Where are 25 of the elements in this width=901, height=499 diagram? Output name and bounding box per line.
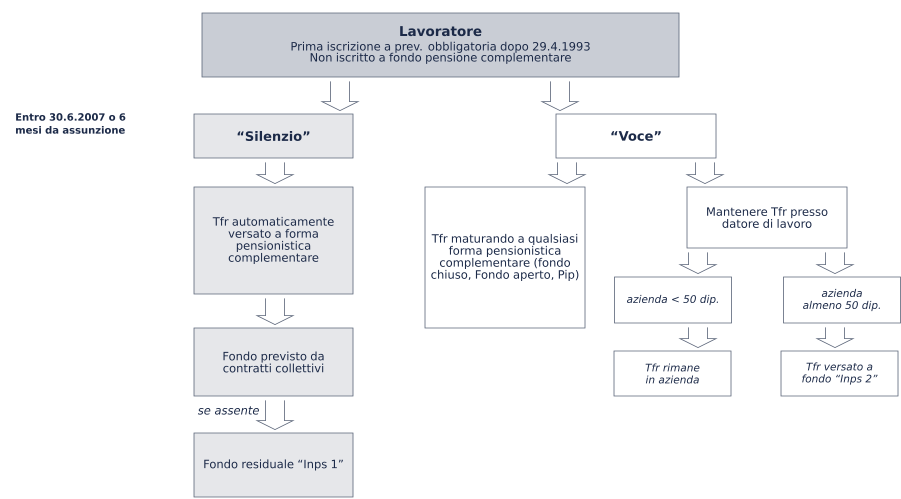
block-arrow bbox=[815, 252, 855, 274]
title-box: Lavoratore Prima iscrizione a prev. obbligatoria dopo 29.4.1993 Non iscritto a fondo pensione complementare bbox=[202, 12, 680, 78]
choice-box: “Silenzio” bbox=[194, 114, 354, 158]
choice-box: “Voce” bbox=[556, 114, 716, 158]
process-box: Tfr automaticamente versato a forma pensionistica complementare bbox=[194, 186, 354, 294]
condition-box: azienda < 50 dip. bbox=[614, 276, 732, 324]
process-box: Tfr maturando a qualsiasi forma pensionistica complementare (fondo chiuso, Fondo aperto, Pip) bbox=[424, 186, 586, 328]
block-arrow bbox=[685, 162, 725, 184]
note-text: Entro 30.6.2007 o 6 mesi da assunzione bbox=[16, 113, 126, 134]
block-arrow bbox=[255, 162, 295, 184]
process-box: Fondo previsto da contratti collettivi bbox=[194, 328, 354, 396]
process-box: Mantenere Tfr presso datore di lavoro bbox=[686, 186, 848, 248]
block-arrow bbox=[815, 327, 855, 348]
edge-label: se assente bbox=[198, 406, 259, 415]
process-box: Fondo residuale “Inps 1” bbox=[194, 432, 354, 498]
result-box: Tfr rimane in azienda bbox=[614, 350, 732, 396]
condition-box: azienda almeno 50 dip. bbox=[783, 276, 901, 324]
block-arrow bbox=[540, 81, 580, 112]
block-arrow bbox=[547, 162, 587, 184]
block-arrow bbox=[678, 327, 718, 348]
block-arrow bbox=[255, 400, 295, 430]
block-arrow bbox=[320, 81, 360, 112]
block-arrow bbox=[255, 298, 295, 326]
result-box: Tfr versato a fondo “Inps 2” bbox=[780, 350, 898, 396]
block-arrow bbox=[678, 252, 718, 274]
